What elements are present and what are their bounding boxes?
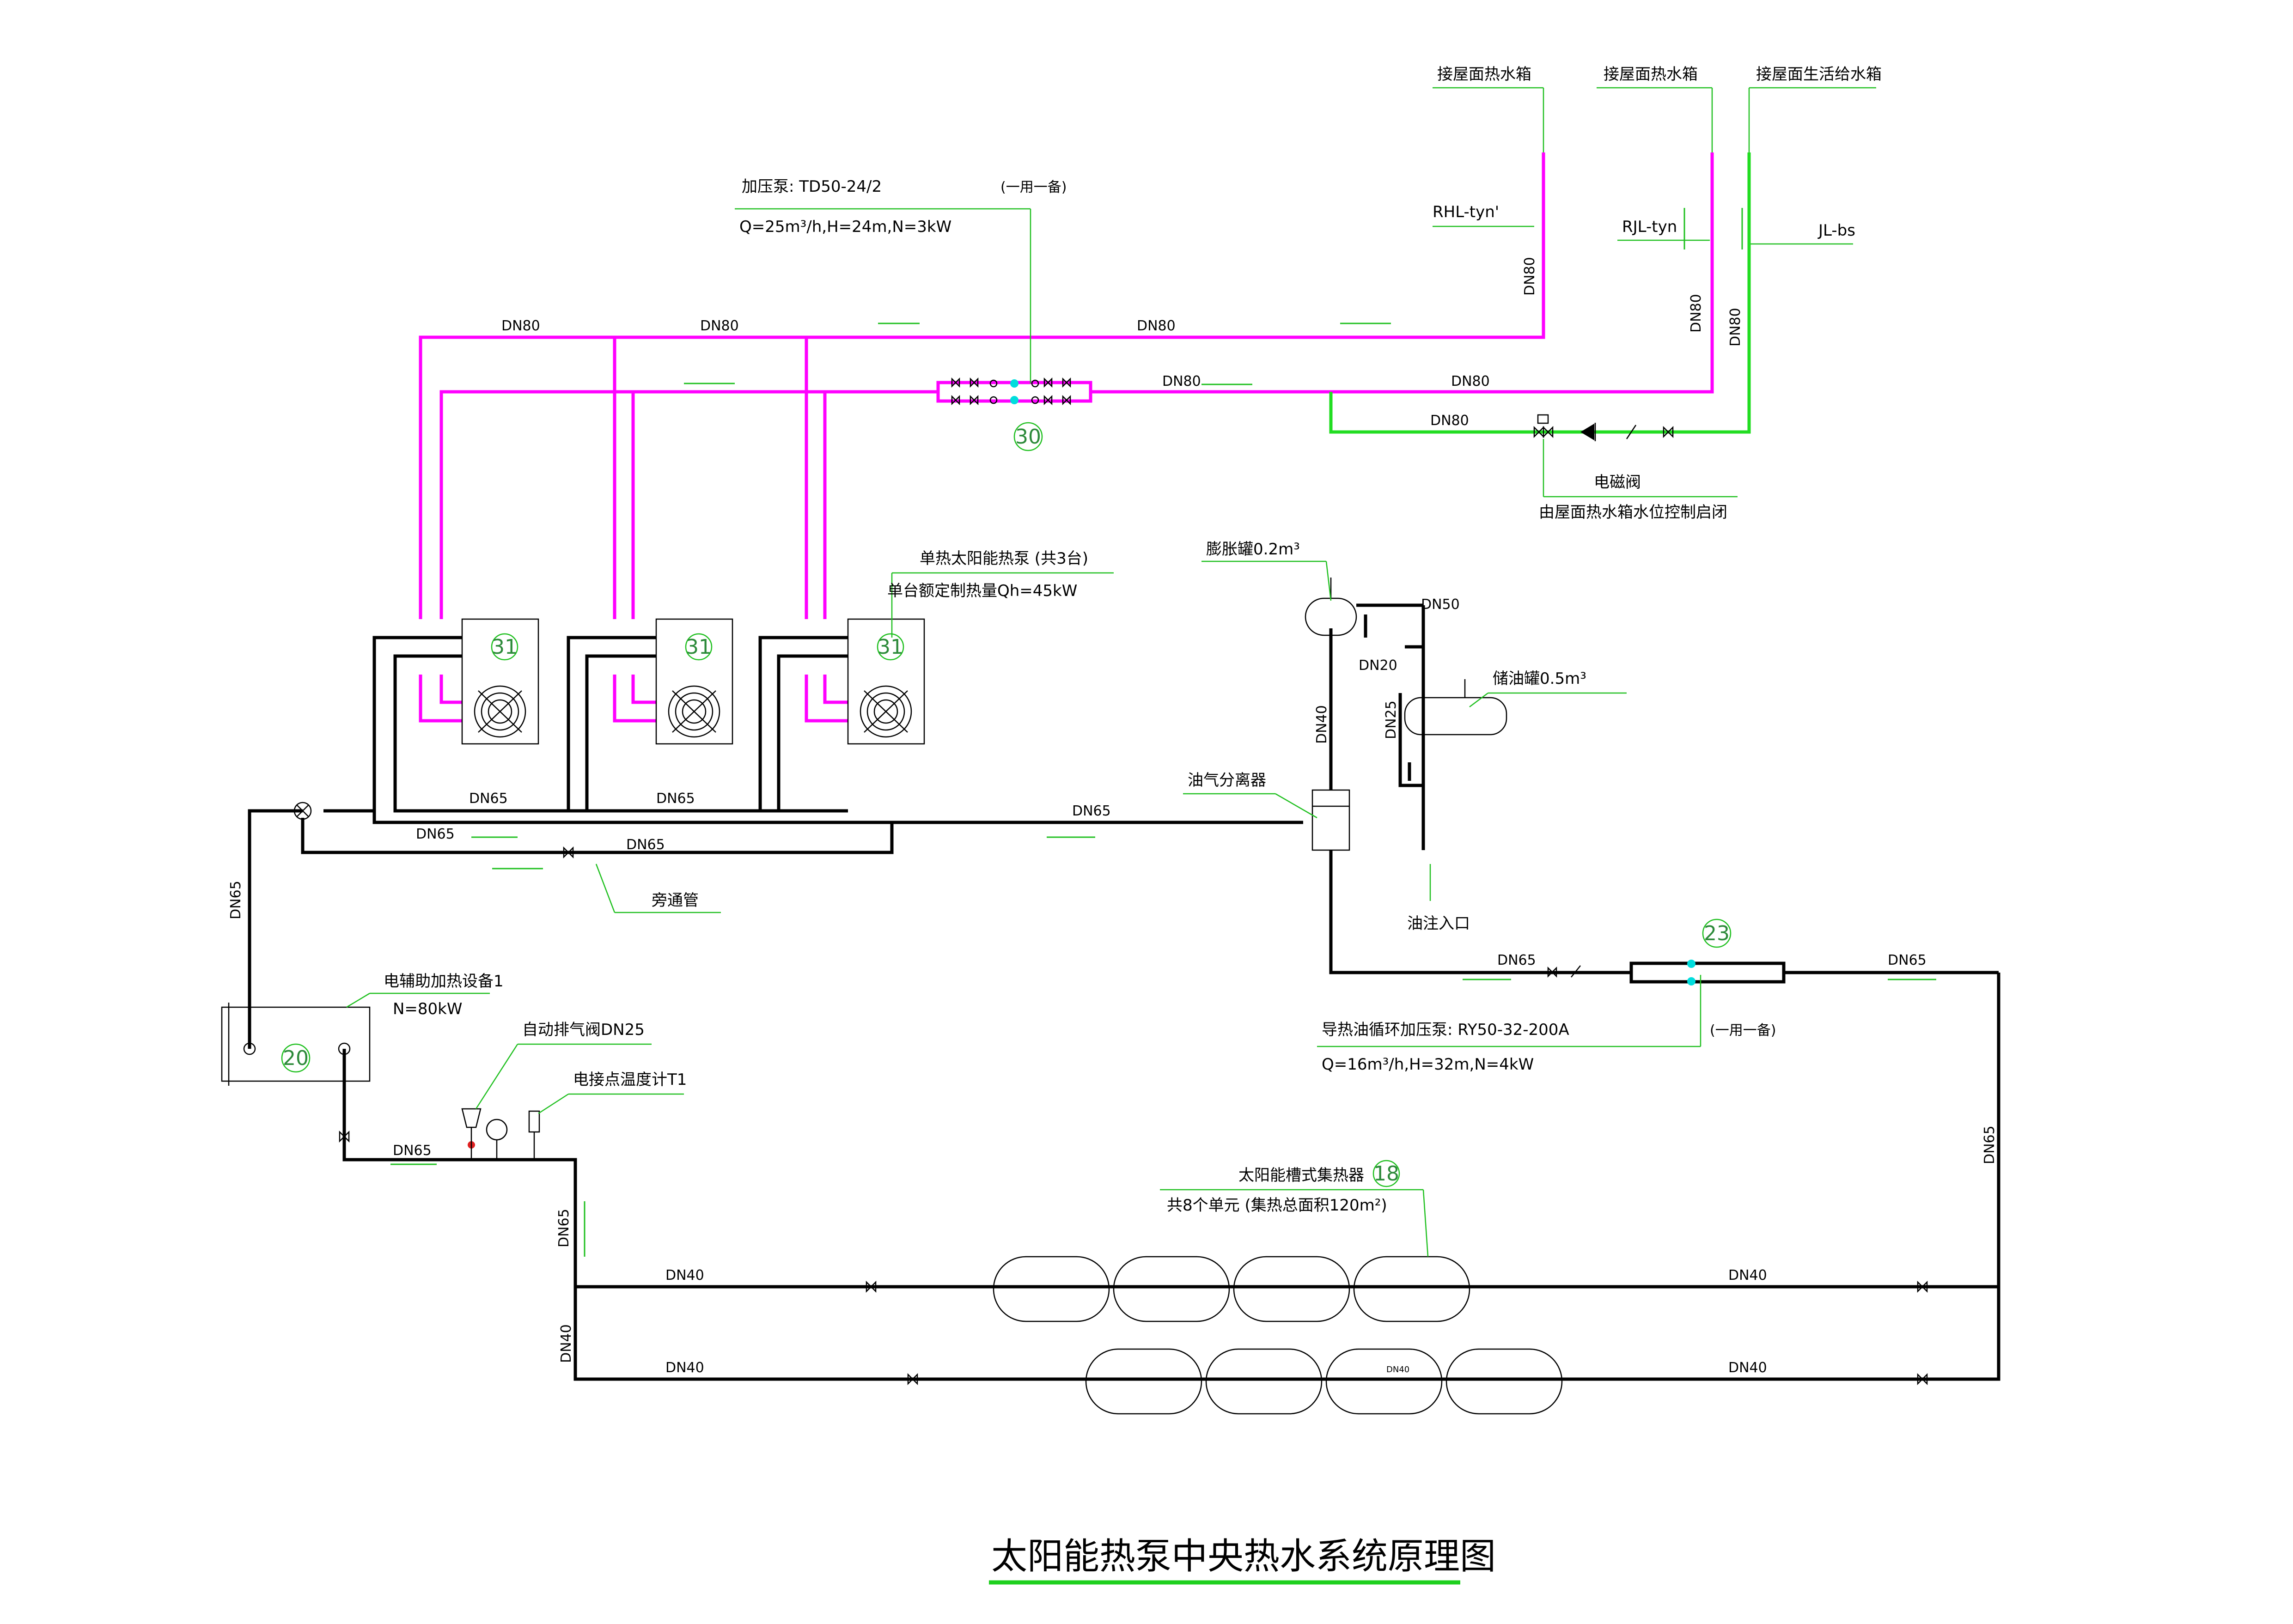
collector-units: 共8个单元 (集热总面积120m²): [1167, 1196, 1387, 1215]
oil-pump-note: (一用一备): [1710, 1022, 1776, 1039]
oil-pump-spec: Q=16m³/h,H=32m,N=4kW: [1322, 1055, 1534, 1074]
solar-trough-collectors: DN40 太阳能槽式集热器 18 共8个单元 (集热总面积120m²): [866, 1160, 1928, 1415]
solenoid-valve-group: 电磁阀 由屋面热水箱水位控制启闭: [1533, 414, 1738, 522]
oil-pump-model: 导热油循环加压泵: RY50-32-200A: [1322, 1021, 1569, 1039]
rhl-pipe-id: RHL-tyn': [1433, 203, 1499, 221]
dn40-label-1: DN40: [665, 1267, 704, 1283]
heat-pump-annotation: 单热太阳能热泵 (共3台) 单台额定制热量Qh=45kW: [887, 549, 1114, 638]
oil-pump-set: 23 导热油循环加压泵: RY50-32-200A (一用一备) Q=16m³/…: [1317, 918, 1786, 1074]
heater-tag-text: 20: [283, 1046, 309, 1070]
page-title: 太阳能热泵中央热水系统原理图: [991, 1536, 1496, 1577]
top-pipe-size-labels: DN80 DN80 DN80 DN80 DN80 DN80 DN80 DN80 …: [501, 257, 1744, 429]
dn40-label-4: DN40: [1728, 1360, 1767, 1376]
dn80-label-v3: DN80: [1727, 308, 1744, 347]
dn65-label-v3: DN65: [556, 1209, 572, 1247]
oil-pump-tag: [1702, 918, 1732, 948]
booster-pump-spec: Q=25m³/h,H=24m,N=3kW: [739, 218, 951, 236]
solenoid-valve-note: 由屋面热水箱水位控制启闭: [1539, 503, 1727, 522]
dn80-label-5: DN80: [1451, 373, 1490, 389]
booster-pump-model: 加压泵: TD50-24/2: [742, 177, 882, 196]
dn25-label: DN25: [1383, 700, 1399, 739]
oil-storage-tank: 储油罐0.5m³: [1404, 669, 1627, 736]
heater-spec: N=80kW: [393, 1000, 463, 1018]
dn65-label-4: DN65: [416, 826, 455, 842]
separator-label: 油气分离器: [1188, 771, 1266, 790]
dn80-label-1: DN80: [501, 318, 540, 334]
oil-storage-label: 储油罐0.5m³: [1493, 669, 1586, 688]
air-vent-label: 自动排气阀DN25: [522, 1021, 645, 1039]
oil-pipe-size-labels: DN50 DN20 DN25 DN40 DN65 DN65 DN65 DN65 …: [228, 596, 1998, 1376]
collector-tag-text: 18: [1373, 1162, 1399, 1186]
heat-pump-capacity: 单台额定制热量Qh=45kW: [887, 582, 1077, 600]
drawing-title: 太阳能热泵中央热水系统原理图: [989, 1536, 1496, 1585]
jl-pipe-id: JL-bs: [1817, 221, 1855, 240]
heater-tag: [281, 1043, 311, 1073]
dn65-label-2: DN65: [656, 791, 695, 807]
dn40-label-3: DN40: [1728, 1267, 1767, 1283]
oil-inlet-label: 油注入口: [1407, 914, 1470, 933]
instrumentation: 自动排气阀DN25 电接点温度计T1: [461, 1021, 687, 1160]
roof-cold-tank-label: 接屋面生活给水箱: [1756, 65, 1882, 84]
expansion-tank-label: 膨胀罐0.2m³: [1206, 540, 1300, 559]
thermometer-label: 电接点温度计T1: [573, 1071, 687, 1089]
oil-inlet: 油注入口: [1407, 785, 1470, 933]
hot-water-supply: [419, 152, 1714, 723]
heat-pump-tag-1-text: 31: [492, 635, 518, 659]
heat-pump-tag-3-text: 31: [878, 635, 903, 659]
dn80-label-2: DN80: [700, 318, 739, 334]
cold-water-makeup: [1329, 152, 1751, 434]
heater-label: 电辅助加热设备1: [384, 972, 504, 991]
dn40-label-v1: DN40: [1314, 705, 1330, 744]
heat-pump-tag-2-text: 31: [686, 635, 712, 659]
dn65-label-v2: DN65: [1982, 1125, 1998, 1164]
heat-pump-unit-3: 31: [847, 618, 925, 745]
dn80-label-3: DN80: [1137, 318, 1176, 334]
oil-pump-tag-text: 23: [1704, 922, 1730, 945]
dn20-label: DN20: [1359, 657, 1397, 674]
booster-pump-annotation: 加压泵: TD50-24/2 (一用一备) Q=25m³/h,H=24m,N=3…: [735, 177, 1067, 383]
dn80-label-6: DN80: [1430, 413, 1469, 429]
electric-heater: 20 电辅助加热设备1 N=80kW: [221, 972, 504, 1143]
dn65-label-7: DN65: [1888, 952, 1927, 968]
heat-pump-unit-2: 31: [655, 618, 733, 745]
dn65-label-1: DN65: [469, 791, 508, 807]
collector-tag: [1372, 1160, 1400, 1187]
rjl-pipe-id: RJL-tyn: [1622, 218, 1677, 236]
dn50-label: DN50: [1421, 596, 1460, 613]
bypass-annotation: 旁通管: [293, 802, 721, 913]
collector-tube-mark: DN40: [1386, 1365, 1409, 1375]
dn65-label-6: DN65: [1497, 952, 1536, 968]
solenoid-valve-label: 电磁阀: [1594, 473, 1641, 492]
roof-tank-2-label: 接屋面热水箱: [1604, 65, 1698, 84]
dn65-label-5: DN65: [626, 837, 665, 853]
heat-pump-label: 单热太阳能热泵 (共3台): [920, 549, 1088, 568]
heat-pump-tag-1: [491, 633, 518, 661]
roof-tank-1-label: 接屋面热水箱: [1437, 65, 1531, 84]
dn80-label-v2: DN80: [1688, 294, 1704, 333]
heat-pump-tag-2: [685, 633, 713, 661]
booster-pump-note: (一用一备): [1000, 179, 1067, 195]
oil-loop: [248, 603, 2000, 1381]
dn80-label-v1: DN80: [1522, 257, 1538, 296]
booster-pump-set: 30: [951, 377, 1071, 451]
expansion-tank: 膨胀罐0.2m³: [1201, 540, 1357, 636]
pump-tag-30: [1013, 422, 1043, 451]
pump-tag-30-text: 30: [1015, 425, 1041, 449]
heat-pump-tag-3: [877, 633, 904, 661]
bypass-label: 旁通管: [652, 891, 699, 910]
dn65-label-v1: DN65: [228, 881, 244, 919]
dn65-label-8: DN65: [393, 1143, 432, 1159]
dn40-label-2: DN40: [665, 1360, 704, 1376]
dn65-label-3: DN65: [1072, 803, 1111, 819]
roof-destinations: 接屋面热水箱 接屋面热水箱 接屋面生活给水箱 RHL-tyn' RJL-tyn …: [1433, 65, 1882, 245]
oil-gas-separator: 油气分离器: [1183, 771, 1350, 851]
dn40-label-v2: DN40: [558, 1324, 574, 1363]
heat-pump-unit-1: 31: [461, 618, 539, 745]
collector-label: 太阳能槽式集热器: [1238, 1166, 1364, 1185]
dn80-label-4: DN80: [1162, 373, 1201, 389]
